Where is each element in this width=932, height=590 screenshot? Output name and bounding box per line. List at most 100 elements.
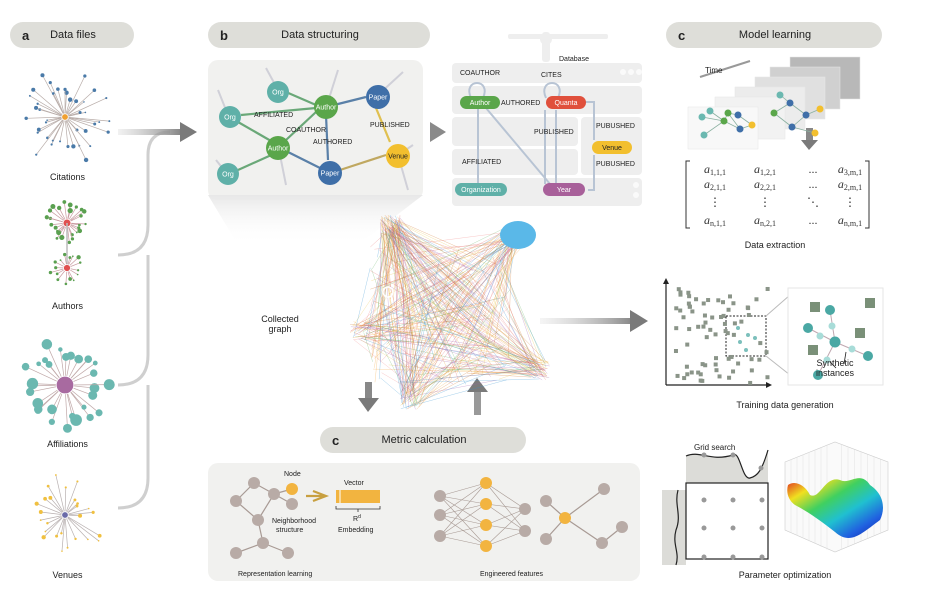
- network-node: [82, 209, 87, 214]
- data-point: [749, 368, 754, 373]
- time-label: Time: [705, 66, 723, 75]
- graph-edge: [390, 350, 404, 392]
- network-edge: [57, 89, 66, 118]
- minority-sample: [813, 370, 823, 380]
- network-node: [73, 498, 77, 502]
- edge-label-affiliated: AFFILIATED: [254, 112, 293, 119]
- graph-edge: [391, 226, 411, 373]
- data-point: [757, 357, 762, 362]
- graph-edge: [401, 378, 540, 384]
- graph-edge: [411, 335, 487, 396]
- data-point: [684, 364, 689, 369]
- graph-edge: [435, 255, 548, 374]
- graph-edge: [398, 227, 473, 284]
- db-node-venue: [592, 141, 632, 154]
- graph-edge: [350, 326, 395, 330]
- graph-edge: [367, 324, 427, 338]
- network-edge: [56, 514, 66, 537]
- network-node: [55, 534, 59, 538]
- graph-edge: [392, 224, 460, 369]
- data-point: [721, 313, 726, 318]
- network-node: [67, 208, 73, 214]
- network-node: [28, 94, 31, 97]
- network-node: [42, 357, 49, 364]
- network-edge: [36, 503, 66, 516]
- graph-edge: [366, 305, 483, 334]
- nn-edge: [485, 508, 526, 547]
- arrow-head: [430, 122, 446, 142]
- network-node: [35, 153, 38, 156]
- network-node: [84, 111, 87, 114]
- network-edge: [64, 514, 89, 540]
- network-node: [51, 139, 54, 142]
- network-node: [57, 205, 62, 211]
- network-edge: [29, 95, 66, 118]
- graph-edge: [399, 232, 418, 383]
- data-point: [731, 301, 736, 306]
- network-edge: [61, 514, 66, 552]
- network-edge: [52, 116, 66, 141]
- network-edge: [64, 97, 107, 118]
- graph-edge: [414, 305, 511, 399]
- network-node: [59, 234, 65, 241]
- arrow-shaft: [118, 129, 180, 135]
- nn-input-node: [434, 490, 446, 502]
- arrow-head: [358, 398, 379, 412]
- neighborhood-label: structure: [276, 527, 303, 534]
- graph-edge: [385, 231, 490, 344]
- network-node: [84, 222, 87, 226]
- graph-edge: [393, 227, 399, 300]
- data-point: [689, 370, 694, 375]
- network-node: [47, 208, 53, 213]
- embed-arrow: [306, 489, 330, 503]
- graph-edge: [483, 315, 545, 372]
- nn-output-node: [519, 503, 531, 515]
- network-node: [76, 480, 79, 483]
- nn-hidden-node: [480, 519, 492, 531]
- graph-edge: [493, 236, 515, 346]
- arrow-shaft: [365, 382, 372, 400]
- matrix-cell: an,m,1: [838, 213, 862, 228]
- network-edge: [35, 107, 66, 118]
- data-point: [702, 313, 707, 318]
- network-node: [67, 202, 73, 208]
- data-point: [721, 300, 726, 305]
- network-node: [41, 339, 53, 350]
- db-row: [452, 63, 642, 83]
- panel-c-model-header: c Model learning: [666, 22, 882, 48]
- svg-text:Organization: Organization: [461, 187, 501, 194]
- org-node: [217, 163, 239, 185]
- db-label-published: PUBUSHED: [596, 123, 635, 130]
- snapshot-edge: [701, 116, 725, 122]
- data-point: [713, 362, 718, 367]
- matrix-cell: a2,1,1: [704, 177, 726, 192]
- graph-edge: [354, 253, 484, 336]
- svg-text:Org: Org: [222, 172, 234, 179]
- venues-label: Venues: [52, 570, 83, 580]
- graph-edge: [370, 241, 512, 290]
- network-node: [62, 423, 72, 433]
- graph-edge: [409, 355, 441, 392]
- network-node: [46, 522, 49, 525]
- graph-edge: [363, 332, 373, 362]
- edge-published: [374, 107, 392, 143]
- network-node: [67, 97, 73, 102]
- graph-edge: [365, 253, 385, 340]
- node-label: Node: [284, 471, 301, 478]
- graph-edge: [411, 293, 480, 398]
- network-node: [90, 369, 98, 377]
- nn-output-node: [519, 525, 531, 537]
- minority-sample: [863, 351, 873, 361]
- graph-edge: [353, 267, 371, 338]
- graph-edge: [373, 300, 541, 364]
- edge-coauthor: [285, 111, 317, 141]
- paper-node: [366, 85, 390, 109]
- network-node: [76, 502, 79, 505]
- graph-edge: [369, 337, 410, 343]
- graph-edge: [389, 227, 492, 314]
- network-edge: [64, 116, 74, 147]
- data-point: [722, 321, 727, 326]
- network-edge: [55, 474, 66, 516]
- graph-edge: [419, 377, 444, 402]
- data-point: [710, 315, 715, 320]
